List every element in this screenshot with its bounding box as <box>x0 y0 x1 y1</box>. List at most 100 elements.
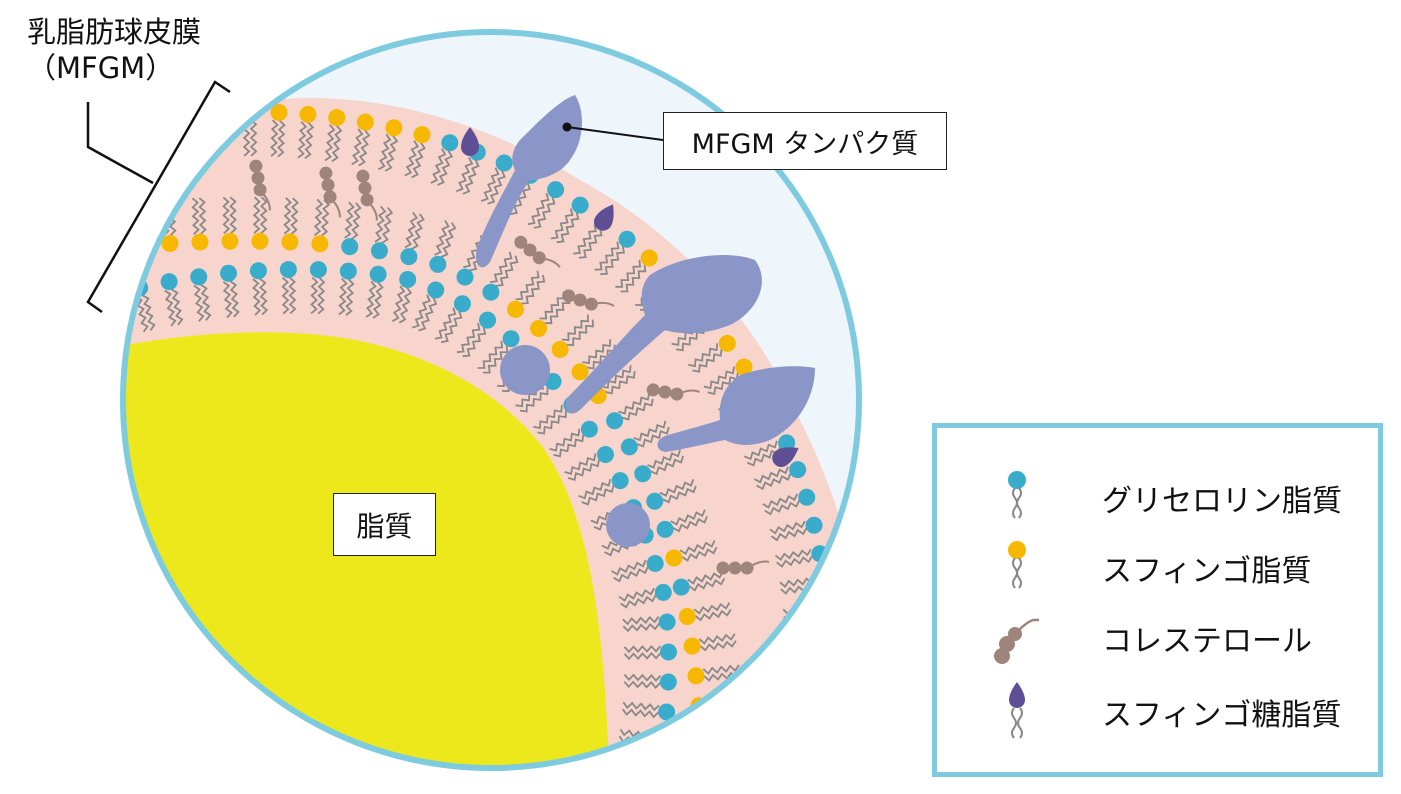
lipid-tail <box>762 493 799 509</box>
glycerophospholipid-head <box>805 516 823 534</box>
lipid-tail <box>437 150 454 186</box>
legend-label: スフィンゴ脂質 <box>1102 554 1312 589</box>
lipid-tail <box>776 555 813 568</box>
glycerophospholipid-head <box>606 412 624 430</box>
glycerophospholipid-head <box>815 573 833 591</box>
lipid-tail <box>404 211 419 249</box>
lipid-tail <box>331 125 343 163</box>
lipid-tail <box>694 609 732 622</box>
lipid-tail <box>707 372 739 396</box>
bracket-leader <box>86 102 154 185</box>
lipid-tail <box>411 294 431 329</box>
lipid-tail <box>200 283 212 321</box>
glycosphingolipid <box>594 204 614 231</box>
mfgm-title: 乳脂肪球皮膜 （MFGM） <box>27 14 201 87</box>
lipid-tail <box>398 286 413 324</box>
lipid-tail <box>675 326 705 352</box>
sphingolipid-head <box>640 249 658 267</box>
lipid-tail <box>358 129 371 167</box>
mfgm-protein <box>565 255 762 414</box>
membrane-bracket <box>86 80 231 314</box>
lipid-tail <box>633 420 667 442</box>
glycerophospholipid-icon <box>1008 471 1026 519</box>
lipid-tail <box>290 197 299 235</box>
lipid-tail <box>391 285 406 322</box>
lipid-tail <box>561 314 589 341</box>
sphingolipid-head <box>161 234 179 252</box>
sphingolipid-head <box>413 126 431 144</box>
lipid-tail <box>374 205 387 243</box>
lipid-tail <box>490 251 513 284</box>
lipid-tail <box>578 228 603 259</box>
glycerophospholipid-head <box>400 248 418 266</box>
lipid-tail <box>430 148 447 184</box>
sphingolipid-head <box>281 233 299 251</box>
lipid-tail <box>621 398 654 421</box>
lipid-tail <box>578 478 612 500</box>
lipid-tail <box>510 182 531 216</box>
lipid-tail <box>434 220 450 256</box>
protein-leader <box>566 126 664 141</box>
sphingolipid-head <box>191 233 209 251</box>
lipid-tail <box>756 472 792 491</box>
lipid-tail <box>743 440 778 461</box>
lipid-tail <box>365 280 377 318</box>
lipid-tail <box>277 119 286 158</box>
lipid-tail <box>692 348 723 373</box>
lipid-tail <box>404 140 420 177</box>
lipid-tail <box>351 128 364 166</box>
glycerophospholipid-head <box>646 492 664 510</box>
glycerophospholipid-head <box>160 273 178 291</box>
lipid-tail <box>198 197 207 235</box>
mfgm-protein <box>475 95 582 268</box>
lipid-tail <box>482 345 509 374</box>
sphingolipid-head <box>665 549 683 567</box>
lipid-tail <box>549 428 581 452</box>
lipid-tail <box>193 284 205 322</box>
cholesterol <box>319 166 341 218</box>
cholesterol <box>646 383 700 401</box>
glycerophospholipid-head <box>789 461 807 479</box>
glycerophospholipid-head <box>479 311 497 329</box>
protein-label: MFGM タンパク質 <box>663 112 947 170</box>
lipid-tail <box>297 121 308 159</box>
lipid-tail <box>317 276 326 315</box>
lipid-tail <box>462 327 487 358</box>
lipid-tail <box>351 202 362 240</box>
lipid-tail <box>411 142 426 179</box>
glycerophospholipid-head <box>658 703 676 721</box>
lipid-tail <box>320 199 331 237</box>
glycerophospholipid-head <box>611 472 629 490</box>
mfgm-title-line2: （MFGM） <box>27 51 175 86</box>
lipid-tail <box>229 196 238 234</box>
lipid-tail <box>622 615 660 626</box>
glycerophospholipid-head <box>456 268 474 286</box>
lipid-tail <box>623 673 662 682</box>
glycerophospholipid-head <box>502 330 520 348</box>
cholesterol <box>562 289 615 311</box>
lipid-tail <box>581 485 615 506</box>
sphingolipid-head <box>270 103 288 121</box>
lipid-tail <box>281 277 290 315</box>
lipid-tail <box>495 255 519 287</box>
glycerophospholipid-head <box>656 520 674 538</box>
lipid-tail <box>769 520 806 535</box>
glycerophospholipid-head <box>441 134 459 152</box>
lipid-tail <box>670 509 706 526</box>
glycerophospholipid-head <box>618 230 636 248</box>
sphingolipid-head <box>683 637 701 655</box>
glycerophospholipid-head <box>620 438 638 456</box>
lipid-tail <box>527 193 550 226</box>
glycosphingolipid-icon <box>1009 682 1025 739</box>
glycerophospholipid-head <box>778 434 796 452</box>
lipid-tail <box>418 297 438 332</box>
glycerophospholipid-head <box>427 281 445 299</box>
legend-item-glycosphingolipid: スフィンゴ糖脂質 <box>987 682 1341 742</box>
cholesterol <box>514 235 561 268</box>
lipid-tail <box>324 124 336 162</box>
glycerophospholipid-head <box>220 264 238 282</box>
lipid-tail <box>519 387 549 413</box>
glycerophospholipid-head <box>495 154 513 172</box>
lipid-tail <box>434 307 457 340</box>
glycerophospholipid-head <box>453 295 471 313</box>
